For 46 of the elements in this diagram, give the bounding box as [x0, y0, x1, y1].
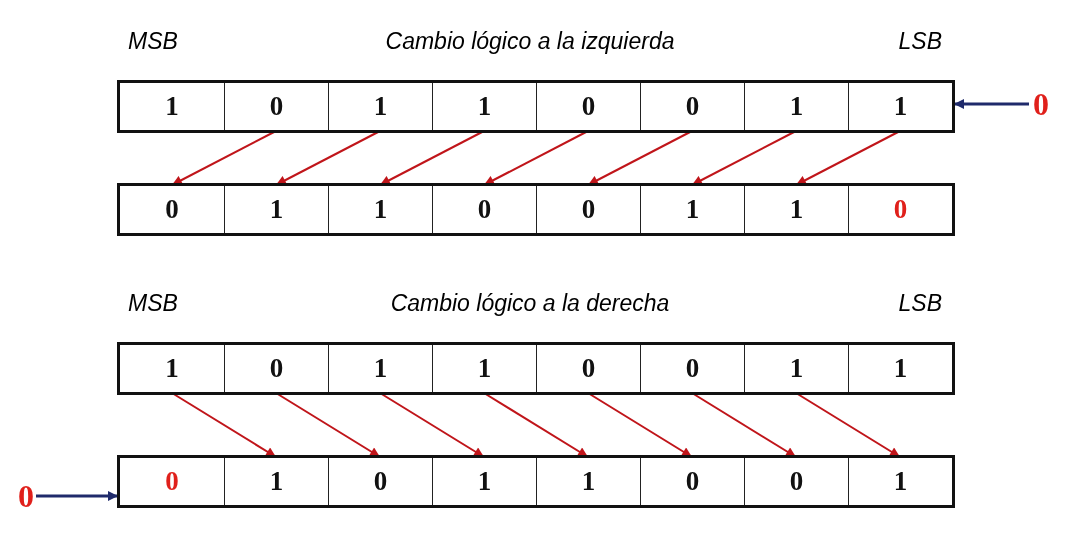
bit-digit: 1 [789, 93, 804, 120]
bit-order-label: LSB [898, 292, 942, 315]
bit-digit: 1 [789, 196, 804, 223]
bit-digit: 1 [893, 468, 908, 495]
bit-digit: 1 [269, 196, 284, 223]
bit-order-label: LSB [898, 30, 942, 53]
bit-digit: 0 [685, 468, 700, 495]
bit-digit: 0 [893, 196, 908, 223]
register-box [117, 342, 955, 395]
bit-digit: 0 [269, 355, 284, 382]
bit-digit: 0 [685, 355, 700, 382]
register-box [117, 80, 955, 133]
bit-digit: 1 [893, 93, 908, 120]
shift-title: Cambio lógico a la izquierda [385, 30, 675, 53]
bit-digit: 0 [789, 468, 804, 495]
bit-digit: 1 [477, 93, 492, 120]
bit-digit: 0 [269, 93, 284, 120]
bit-digit: 1 [165, 355, 179, 382]
bit-digit: 0 [477, 196, 492, 223]
bit-digit: 0 [165, 196, 179, 223]
bit-digit: 0 [581, 355, 596, 382]
bit-order-label: MSB [128, 30, 178, 53]
bit-digit: 0 [581, 93, 596, 120]
bit-digit: 1 [477, 355, 492, 382]
bit-digit: 1 [373, 196, 388, 223]
bit-digit: 1 [893, 355, 908, 382]
bit-digit: 1 [373, 355, 388, 382]
bit-digit: 0 [581, 196, 596, 223]
shift-title: Cambio lógico a la derecha [390, 292, 670, 315]
bit-digit: 0 [373, 468, 388, 495]
bit-digit: 0 [685, 93, 700, 120]
arrow [36, 491, 118, 501]
input-bit: 0 [1033, 88, 1049, 120]
bit-digit: 1 [477, 468, 492, 495]
register-box [117, 183, 955, 236]
bit-digit: 1 [581, 468, 596, 495]
bit-digit: 1 [685, 196, 700, 223]
bit-digit: 1 [165, 93, 179, 120]
bit-digit: 0 [165, 468, 179, 495]
bit-digit: 1 [373, 93, 388, 120]
register-box [117, 455, 955, 508]
bit-digit: 1 [269, 468, 284, 495]
bit-digit: 1 [789, 355, 804, 382]
input-bit: 0 [18, 480, 34, 512]
bit-order-label: MSB [128, 292, 178, 315]
arrow [954, 99, 1029, 109]
